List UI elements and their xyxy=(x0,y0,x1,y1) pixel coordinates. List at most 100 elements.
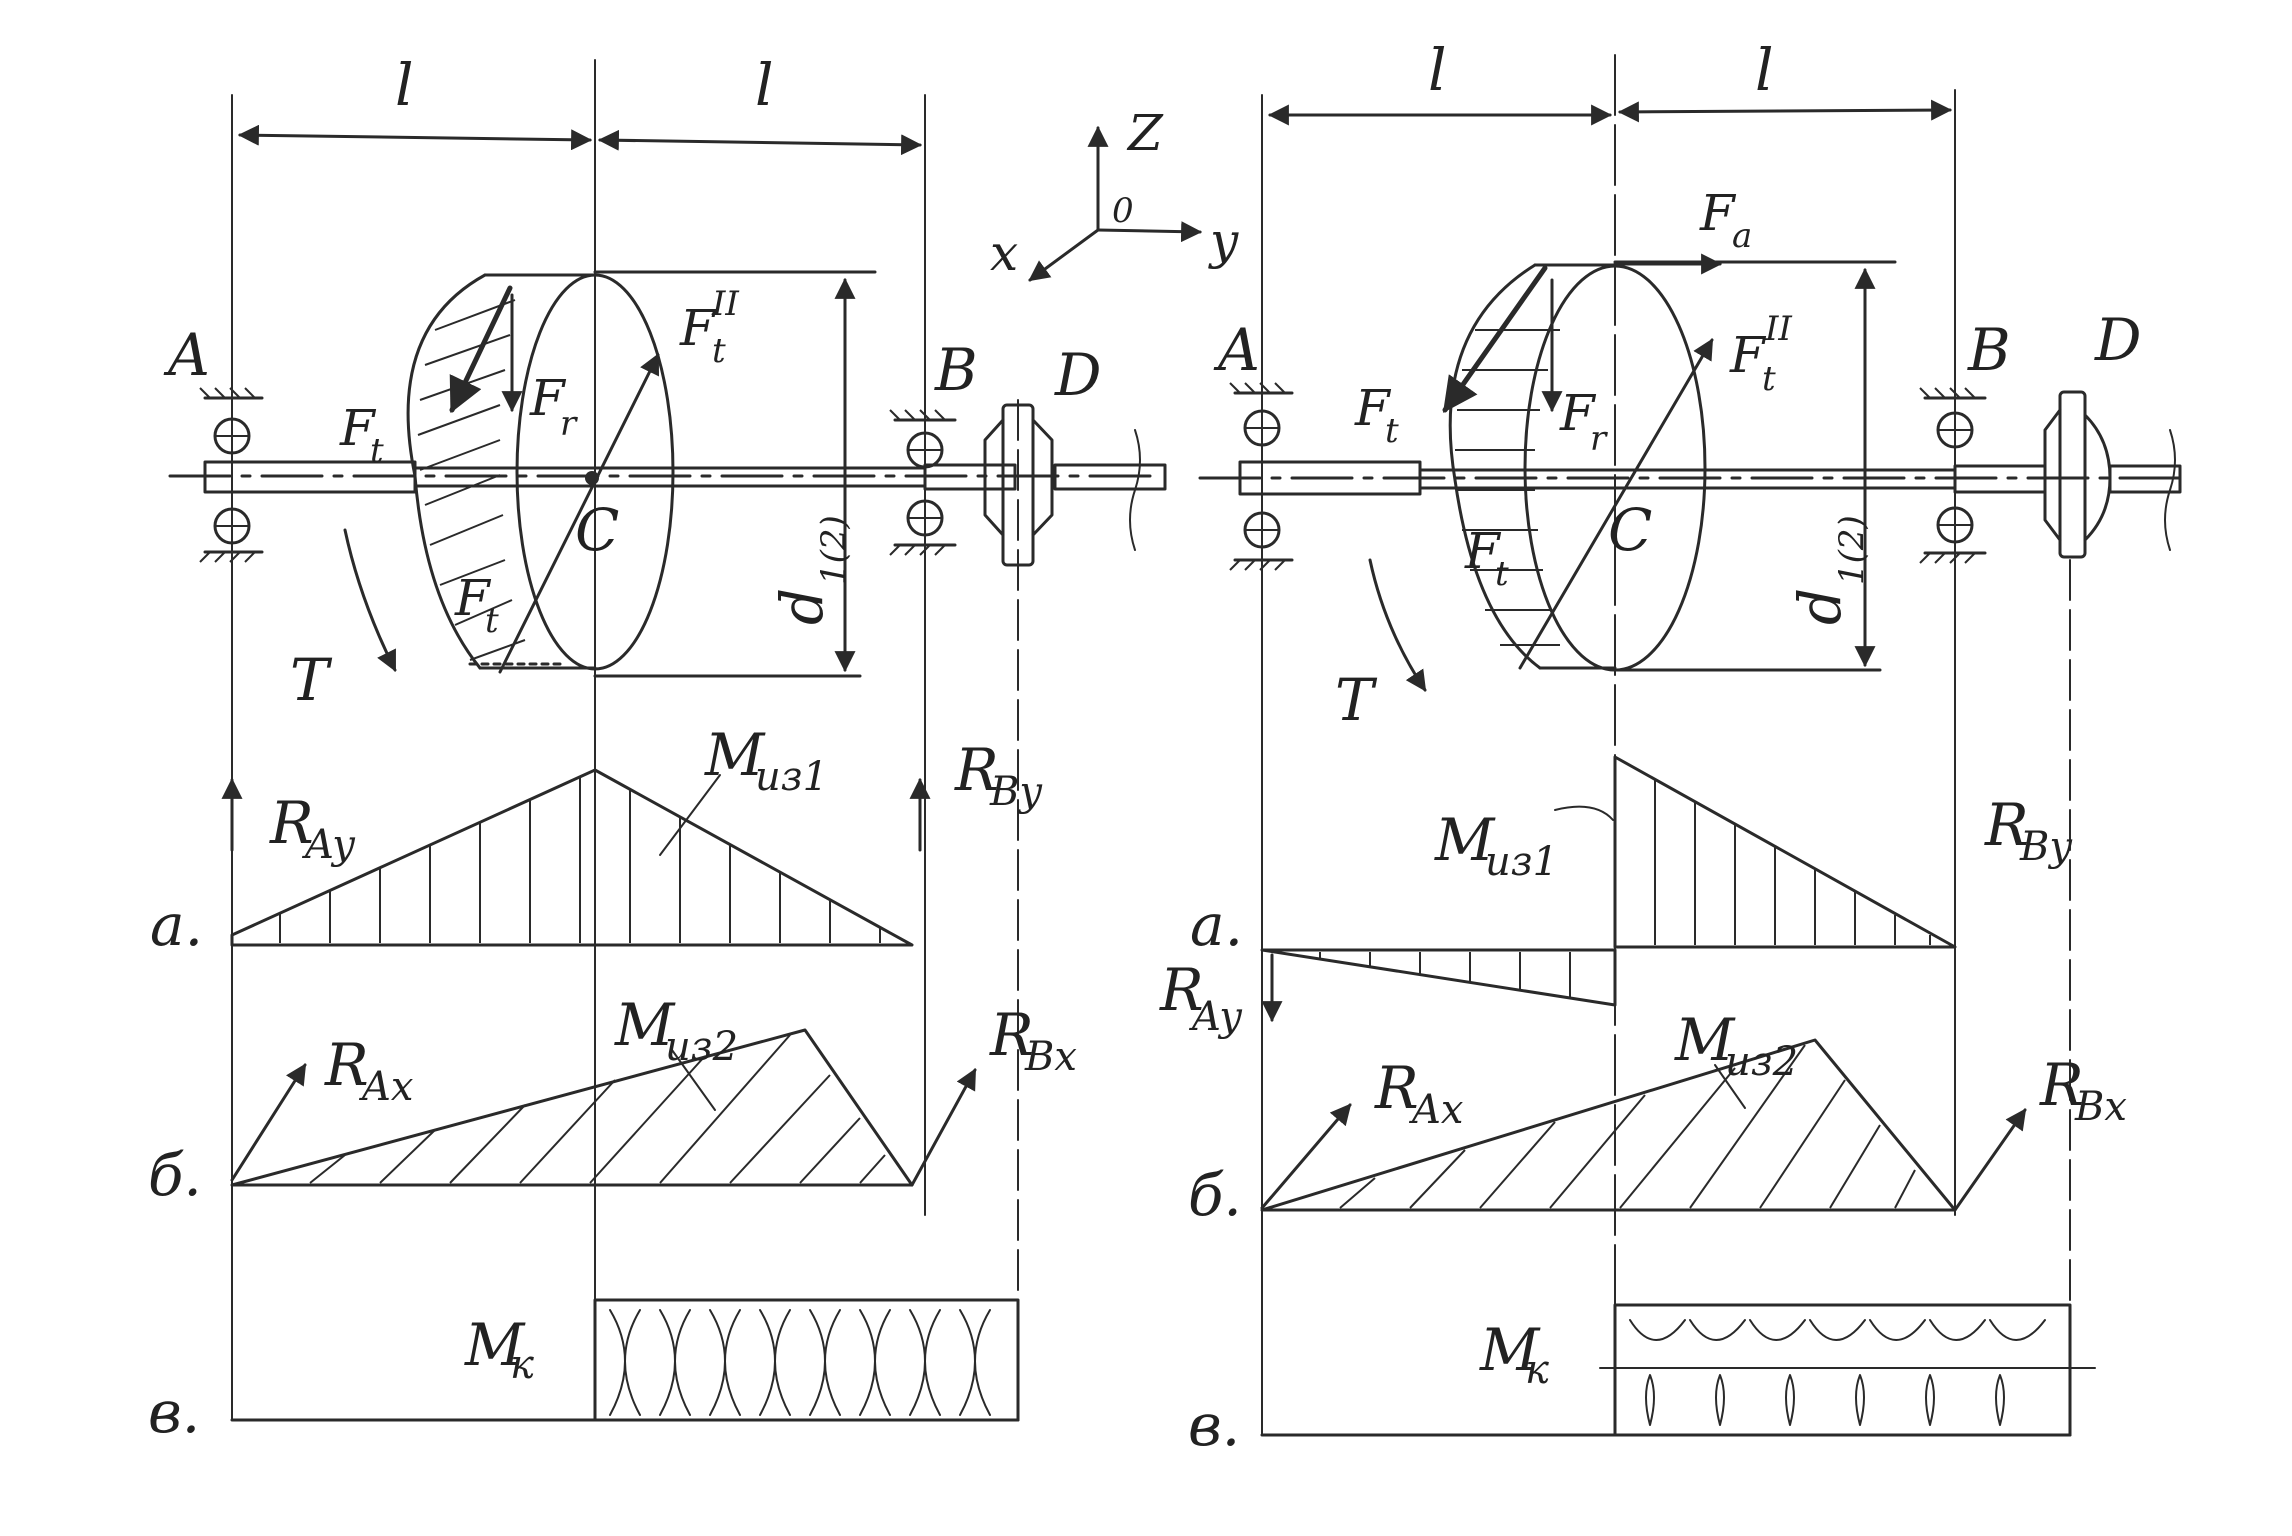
right-label-ft: F xyxy=(1354,379,1392,437)
left-label-rby: R xyxy=(954,736,999,804)
right-miz2-hatching xyxy=(1339,1044,1916,1209)
svg-text:r: r xyxy=(1590,419,1608,459)
left-arrow-ft-pp xyxy=(498,353,660,674)
left-label-mk: M xyxy=(464,1311,526,1379)
right-label-diameter: d xyxy=(1786,588,1854,625)
svg-text:Ax: Ax xyxy=(1408,1087,1463,1133)
right-arrow-ft-pp xyxy=(1518,338,1714,670)
left-coupling-d xyxy=(983,403,1141,567)
svg-text:из1: из1 xyxy=(755,754,828,800)
right-miz1-lower-hatching xyxy=(1319,952,1571,998)
right-torque-arrow xyxy=(1368,558,1427,692)
right-label-mk: M xyxy=(1479,1316,1541,1384)
left-moment-miz2 xyxy=(230,1028,914,1187)
svg-text:t: t xyxy=(1762,359,1776,399)
right-coupling-d xyxy=(2043,390,2176,559)
svg-text:By: By xyxy=(2019,824,2073,870)
left-label-ft-pp: F xyxy=(679,299,717,357)
left-dim-l2 xyxy=(597,129,923,156)
left-bearing-b xyxy=(889,409,957,556)
left-dim-l1 xyxy=(237,124,593,151)
right-row-v: в. xyxy=(1188,1391,1240,1459)
svg-text:By: By xyxy=(989,769,1043,815)
left-diagram: l l A B xyxy=(148,51,1239,1446)
svg-text:1(2): 1(2) xyxy=(1832,515,1872,585)
svg-text:1(2): 1(2) xyxy=(814,515,854,585)
coordinate-axes xyxy=(1028,125,1203,282)
right-label-miz2: M xyxy=(1674,1006,1736,1074)
right-label-rby: R xyxy=(1984,791,2029,859)
left-label-ray: R xyxy=(269,789,314,857)
svg-text:к: к xyxy=(510,1342,534,1388)
left-shaft-seg3 xyxy=(923,463,1017,491)
svg-text:II: II xyxy=(1764,309,1792,349)
right-label-t: T xyxy=(1335,666,1378,734)
left-gear-back-edge xyxy=(406,273,487,670)
svg-text:Ax: Ax xyxy=(358,1064,413,1110)
left-dim-label-1: l xyxy=(395,51,414,119)
svg-text:t: t xyxy=(712,331,726,371)
right-miz1-hatching xyxy=(1654,780,1931,945)
left-row-b: б. xyxy=(148,1141,202,1209)
right-moment-miz2 xyxy=(1260,1038,1957,1212)
left-label-d: D xyxy=(1054,341,1102,409)
svg-text:t: t xyxy=(485,601,499,641)
right-label-b: B xyxy=(1967,316,2011,384)
left-gear xyxy=(406,273,675,671)
svg-text:из2: из2 xyxy=(665,1024,738,1070)
right-miz1-leader xyxy=(1554,805,1614,821)
left-miz2-leader xyxy=(671,1049,716,1111)
left-label-ft-p: F xyxy=(454,569,492,627)
left-label-miz1: M xyxy=(704,721,766,789)
left-label-fr: F xyxy=(529,369,567,427)
left-arrow-ft xyxy=(449,285,513,414)
right-mk-lower-hatching xyxy=(1645,1374,2005,1426)
left-dim-label-2: l xyxy=(755,51,774,119)
right-arrow-rax xyxy=(1260,1103,1352,1210)
left-miz1-leader xyxy=(659,774,721,856)
axis-x-label: x xyxy=(990,224,1018,282)
right-label-ft-pp: F xyxy=(1729,326,1767,384)
right-dim-label-2: l xyxy=(1755,36,1774,104)
right-arrow-rbx xyxy=(1953,1108,2027,1212)
left-label-ft: F xyxy=(339,399,377,457)
svg-text:Ay: Ay xyxy=(301,822,356,868)
right-mk-upper-hatching xyxy=(1629,1319,2046,1341)
axis-o-label: 0 xyxy=(1112,191,1134,231)
svg-text:II: II xyxy=(711,284,739,324)
svg-text:из1: из1 xyxy=(1485,839,1558,885)
left-moment-miz1 xyxy=(230,768,914,947)
svg-text:Bx: Bx xyxy=(2074,1084,2127,1130)
svg-text:a: a xyxy=(1732,216,1752,256)
right-label-rbx: R xyxy=(2039,1051,2084,1119)
right-miz2-leader xyxy=(1714,1064,1746,1109)
right-label-ft-p: F xyxy=(1464,522,1502,580)
left-label-b: B xyxy=(934,336,978,404)
right-dim-l2 xyxy=(1617,99,1953,123)
svg-text:из2: из2 xyxy=(1725,1039,1798,1085)
left-miz1-hatching xyxy=(279,777,881,943)
left-label-t: T xyxy=(290,646,333,714)
right-arrow-ft xyxy=(1442,265,1548,413)
right-label-ray: R xyxy=(1159,956,1204,1024)
left-label-a: A xyxy=(163,321,210,389)
svg-text:t: t xyxy=(1495,554,1509,594)
left-gear-front-face xyxy=(515,273,675,671)
left-label-diameter: d xyxy=(768,588,836,625)
left-moment-mk xyxy=(593,1298,1020,1422)
right-label-miz1: M xyxy=(1434,806,1496,874)
right-dim-label-1: l xyxy=(1428,36,1447,104)
right-moment-miz1-upper xyxy=(1613,755,1957,949)
right-label-c: C xyxy=(1608,496,1652,564)
left-label-miz2: M xyxy=(614,991,676,1059)
svg-text:t: t xyxy=(370,431,384,471)
right-label-rax: R xyxy=(1374,1054,1419,1122)
left-label-rax: R xyxy=(324,1031,369,1099)
left-arrow-rbx xyxy=(910,1068,977,1187)
right-row-b: б. xyxy=(1188,1161,1242,1229)
right-gear xyxy=(1448,263,1707,672)
right-label-a: A xyxy=(1213,316,1260,384)
left-bearing-a xyxy=(199,387,264,563)
svg-text:Bx: Bx xyxy=(1024,1034,1077,1080)
right-moment-miz1-lower xyxy=(1260,948,1617,1007)
